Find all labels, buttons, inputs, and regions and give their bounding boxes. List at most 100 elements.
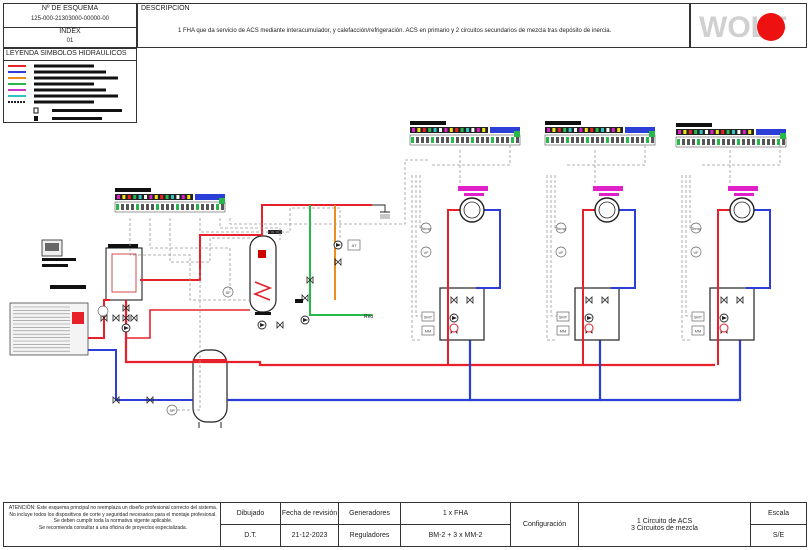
controller-unit [409,121,521,146]
controller-terminal-row [675,136,787,148]
controller-terminal [466,128,469,132]
disclaimer: ATENCIÓN: Este esquema principal no reem… [6,505,220,531]
pump-arrow [124,326,129,330]
sensor-label: VF [423,250,429,255]
controller-pin [471,137,474,143]
controller-pin [737,139,740,145]
mixing-group [439,287,485,341]
controller-unit [675,123,787,148]
valve-icon [130,314,138,322]
valve-icon [601,296,609,304]
controller-pin [496,137,499,143]
controller-terminal [417,128,421,132]
controller-terminal [160,195,164,199]
flow-main [124,300,715,367]
control-wire [432,145,511,166]
controller-terminal [552,128,556,132]
legend-text-bar [52,117,102,120]
controller-pin [566,137,569,143]
circuit-return [476,209,501,289]
controller-terminal [590,128,594,132]
controller-pin [501,137,504,143]
controller-pin [116,204,119,210]
circuit-return [746,209,771,289]
wolf-logo: WOLF [699,11,787,44]
revision-value: 21-12-2023 [280,525,338,546]
description-label: DESCRIPCIÓN [141,5,190,12]
configuration-value: 1 Circuito de ACS 3 Circuitos de mezcla [578,503,750,546]
controller-pin [611,137,614,143]
terminal-label: AT [352,243,357,248]
controller-pin [782,139,785,145]
logo-red-dot [757,13,785,41]
valve-icon [450,296,458,304]
logo-box: WOLF [690,3,807,48]
controller-pin [131,204,134,210]
controller-terminal [601,128,604,132]
controller-pin [551,137,554,143]
controller-terminal [611,128,615,132]
generators-label: Generadores [338,503,400,525]
controller-pin [576,137,579,143]
controller-pin [126,204,129,210]
control-wire [415,175,422,317]
sensor-label: VF [693,250,699,255]
controller-terminal [726,130,730,134]
room-sensor-tag [734,193,754,196]
controller-terminal [482,128,486,132]
controller-pin [441,137,444,143]
dhw-cylinder [249,235,277,313]
controller-terminal [688,130,692,134]
controller-pin [591,137,594,143]
controller-terminal [422,128,426,132]
terminal-box [556,325,570,336]
controller-terminal [547,128,550,132]
controller-terminal [557,128,561,132]
controller-pin [626,137,629,143]
room-sensor-tag [593,186,623,191]
controller-terminal [678,130,681,134]
controller-led [219,198,225,204]
mixing-valve-icon [584,323,594,333]
control-wire [702,145,781,166]
valve-icon [334,258,342,266]
controller-pin [171,204,174,210]
sensor-icon [690,246,702,258]
control-wire [567,145,646,166]
disclaimer-line: Se deben cumplir toda la normativa vigen… [53,518,173,524]
sensor-icon [690,222,702,234]
controller-pin [516,137,519,143]
dhw-tag [268,230,282,234]
controller-terminal [117,195,120,199]
heat-pump-tag [50,285,86,289]
tap-icon [372,204,390,213]
dhw-element [258,250,266,258]
room-sensor-tag [458,186,488,191]
controller-pin [561,137,564,143]
circuit-flow [582,209,603,365]
pump-arrow [722,316,727,320]
control-wire [229,159,430,225]
controller-pin [461,137,464,143]
controller-title-bar [545,121,581,125]
controller-unit [544,121,656,146]
controller-terminal [165,195,169,199]
regulators-label: Reguladores [338,525,400,546]
controller-terminal [154,195,158,199]
scale-value: S/E [750,525,806,546]
scheme-number-label: Nº DE ESQUEMA [41,5,99,12]
label-red: Red [364,314,373,320]
valve-icon [100,314,108,322]
return-pipe [88,349,193,401]
controller-terminal [568,128,572,132]
controller-pin [707,139,710,145]
controller-led [514,131,520,137]
controller-pin [466,137,469,143]
sensor-label: Temp [421,226,432,231]
controller-bus [195,194,225,200]
circuit-flow [447,209,468,365]
legend-text-bar [34,76,118,80]
controller-terminal [563,128,567,132]
legend-text-bar [34,82,94,86]
index-label: INDEX [4,27,136,35]
